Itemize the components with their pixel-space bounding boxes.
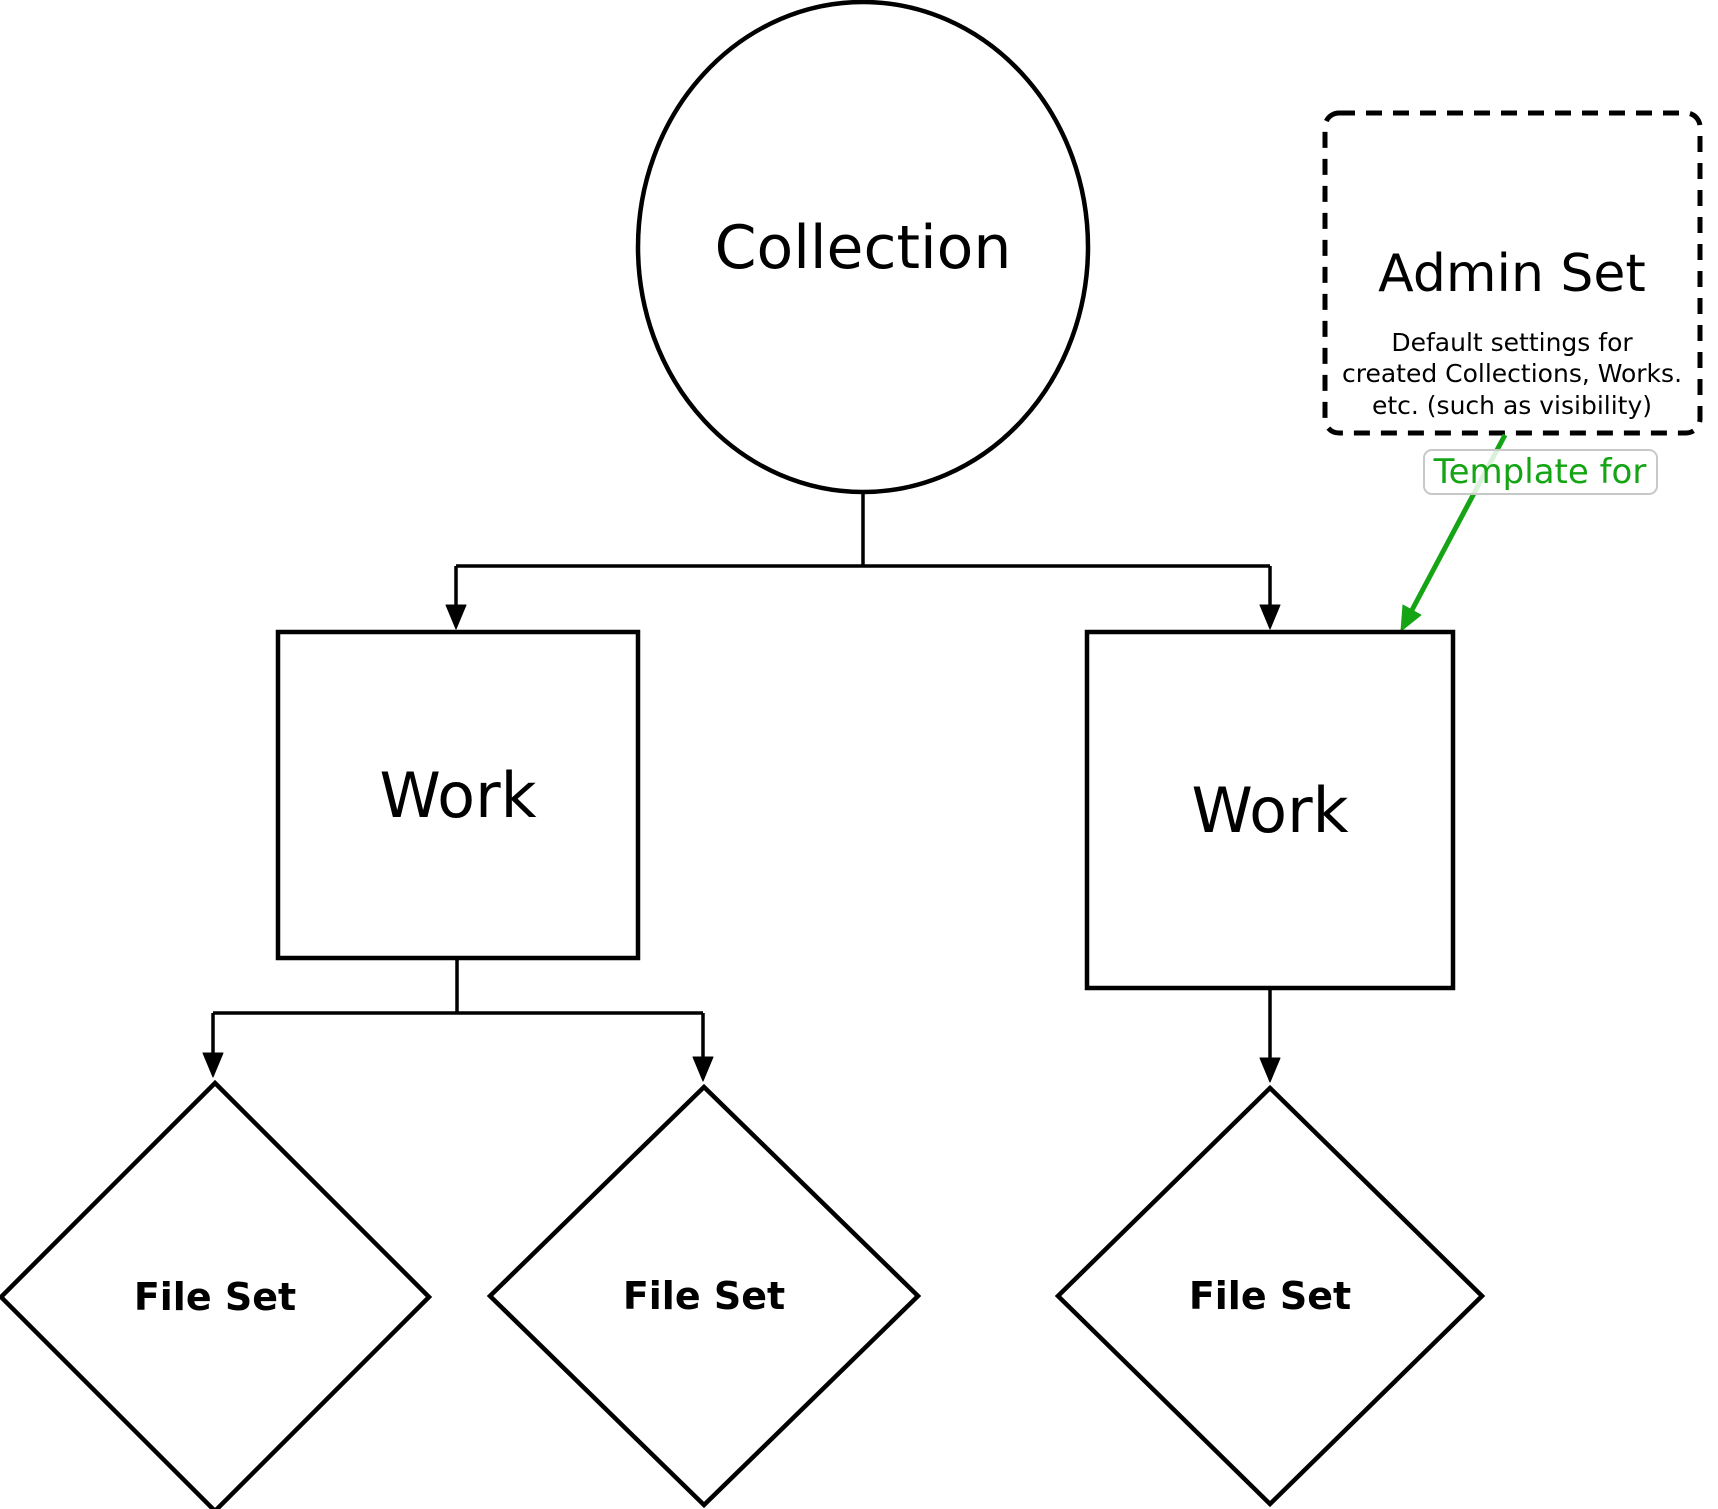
collection-node: Collection [635, 0, 1091, 495]
work-left-square [275, 629, 641, 961]
connector-collection-to-works [445, 492, 1281, 630]
arrowhead-fileset-2 [692, 1056, 714, 1082]
template-for-annotation: Template for [1400, 433, 1658, 632]
file-set-3-label: File Set [1189, 1274, 1351, 1318]
admin-set-description-line: created Collections, Works. [1342, 359, 1682, 388]
collection-label: Collection [715, 213, 1012, 283]
file-set-3-diamond [1054, 1084, 1486, 1508]
admin-set-title: Admin Set [1378, 244, 1646, 304]
work-right-square [1084, 629, 1456, 991]
file-set-1-label: File Set [134, 1275, 296, 1319]
connector-work-left-to-filesets [202, 958, 714, 1082]
admin-set-description-line: etc. (such as visibility) [1372, 391, 1652, 420]
arrowhead-work-right [1259, 604, 1281, 630]
file-set-1-diamond [0, 1079, 433, 1509]
file-set-2-node: File Set [486, 1083, 922, 1509]
file-set-2-diamond [486, 1083, 922, 1509]
arrowhead-work-left [445, 604, 467, 630]
work-right-node: Work [1084, 629, 1456, 991]
work-right-label: Work [1192, 774, 1349, 847]
template-for-label-chip [1423, 449, 1658, 495]
file-set-1-node: File Set [0, 1079, 433, 1509]
admin-set-node: Admin Set Default settings for created C… [1322, 110, 1703, 436]
admin-set-box [1322, 110, 1703, 436]
connector-work-right-to-fileset [1259, 988, 1281, 1083]
collection-circle [635, 0, 1091, 495]
arrowhead-fileset-3 [1259, 1057, 1281, 1083]
work-left-label: Work [380, 759, 537, 832]
file-set-2-label: File Set [623, 1274, 785, 1318]
file-set-3-node: File Set [1054, 1084, 1486, 1508]
arrowhead-fileset-1 [202, 1052, 224, 1078]
work-left-node: Work [275, 629, 641, 961]
template-for-label: Template for [1433, 452, 1647, 492]
admin-set-description-line: Default settings for [1391, 328, 1633, 357]
template-for-arrowhead [1400, 604, 1422, 632]
